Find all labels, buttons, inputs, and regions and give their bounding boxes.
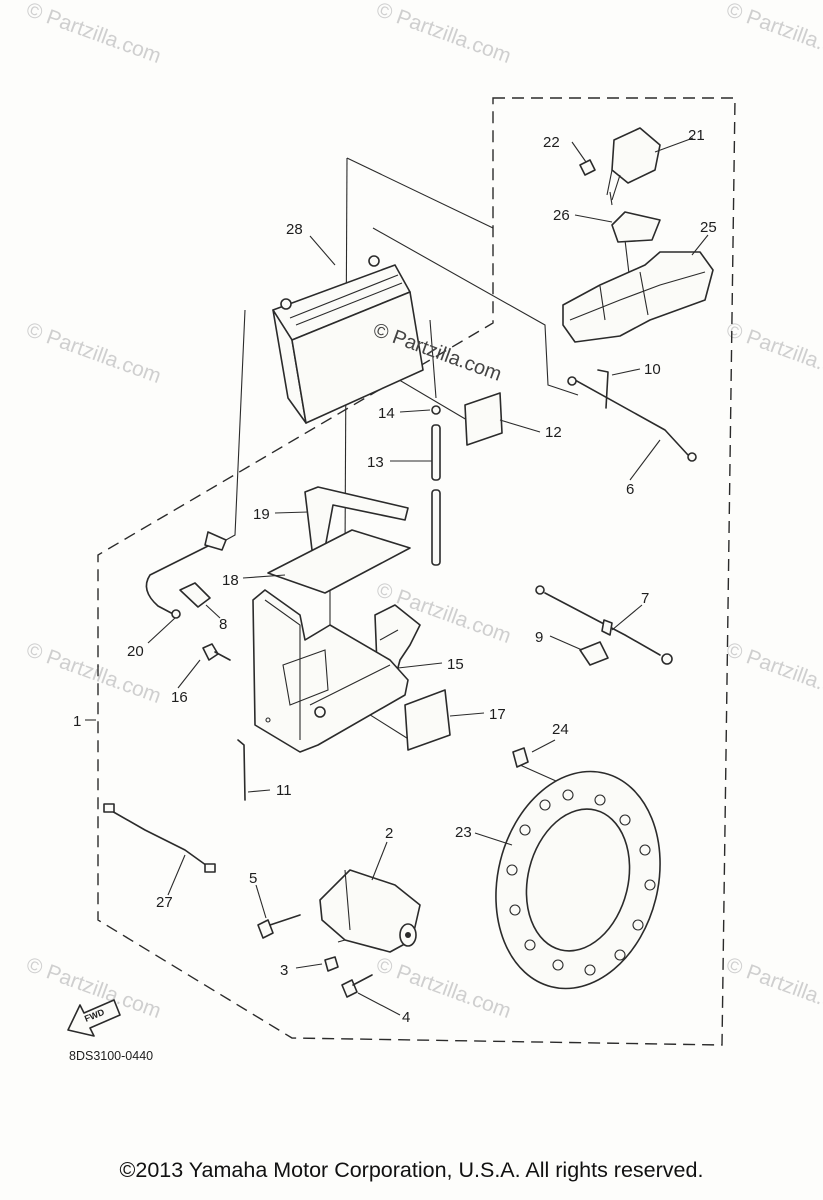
callouts: 1 2 3 4 5 6 7 8 9 10 11 12 13 14 15 16 1…: [73, 127, 717, 1026]
lead-clamp: [579, 641, 609, 666]
breather-tube: [431, 424, 441, 566]
battery: [272, 255, 424, 424]
brake-disc: [495, 770, 661, 990]
callout-17: 17: [489, 706, 506, 723]
diagram-code: 8DS3100-0440: [69, 1049, 153, 1063]
pin: [237, 739, 246, 801]
leader-lines: [85, 137, 709, 1016]
callout-12: 12: [545, 424, 562, 441]
clip: [431, 405, 441, 415]
watermark: © Partzilla.com: [373, 0, 514, 68]
fwd-arrow: FWD: [67, 999, 121, 1037]
callout-14: 14: [378, 405, 395, 422]
callout-15: 15: [447, 656, 464, 673]
watermark: © Partzilla.com: [723, 318, 823, 388]
sub-wire-harness: [103, 803, 216, 873]
callout-21: 21: [688, 127, 705, 144]
watermark: © Partzilla.com: [723, 0, 823, 68]
callout-24: 24: [552, 721, 569, 738]
callout-13: 13: [367, 454, 384, 471]
callout-16: 16: [171, 689, 188, 706]
terminal-cover: [562, 251, 714, 343]
callout-10: 10: [644, 361, 661, 378]
clamp: [179, 582, 211, 608]
callout-26: 26: [553, 207, 570, 224]
battery-box: [252, 589, 409, 753]
battery-pad: [464, 392, 503, 446]
callout-3: 3: [280, 962, 288, 979]
watermark: © Partzilla.com: [723, 638, 823, 708]
callout-25: 25: [700, 219, 717, 236]
callout-5: 5: [249, 870, 257, 887]
callout-9: 9: [535, 629, 543, 646]
battery-sheet: [267, 529, 411, 594]
bolt: [202, 643, 231, 661]
watermark: © Partzilla.com: [723, 953, 823, 1023]
watermark: © Partzilla.com: [23, 318, 164, 388]
callout-8: 8: [219, 616, 227, 633]
callout-7: 7: [641, 590, 649, 607]
watermarks: © Partzilla.com © Partzilla.com © Partzi…: [23, 0, 823, 1023]
nut: [324, 956, 339, 972]
watermark: © Partzilla.com: [23, 0, 164, 68]
callout-22: 22: [543, 134, 560, 151]
motor-bolt: [257, 914, 301, 939]
callout-11: 11: [276, 782, 292, 799]
copyright-notice: ©2013 Yamaha Motor Corporation, U.S.A. A…: [119, 1158, 704, 1182]
callout-1: 1: [73, 713, 81, 730]
callout-2: 2: [385, 825, 393, 842]
callout-18: 18: [222, 572, 239, 589]
starter-lead: [535, 585, 673, 665]
callout-27: 27: [156, 894, 173, 911]
callout-20: 20: [127, 643, 144, 660]
assembly-outline: [97, 97, 736, 1046]
negative-lead: [145, 531, 227, 619]
callout-19: 19: [253, 506, 270, 523]
callout-28: 28: [286, 221, 303, 238]
starter-motor: [319, 869, 421, 953]
starter-relay: [606, 127, 661, 201]
callout-4: 4: [402, 1009, 410, 1026]
relay-screw: [579, 159, 596, 176]
callout-23: 23: [455, 824, 472, 841]
relay-bracket: [611, 211, 661, 243]
motor-bolt-2: [341, 974, 373, 998]
callout-6: 6: [626, 481, 634, 498]
positive-lead: [567, 369, 697, 462]
cover-pad: [404, 689, 451, 751]
disc-bolt: [512, 747, 529, 768]
